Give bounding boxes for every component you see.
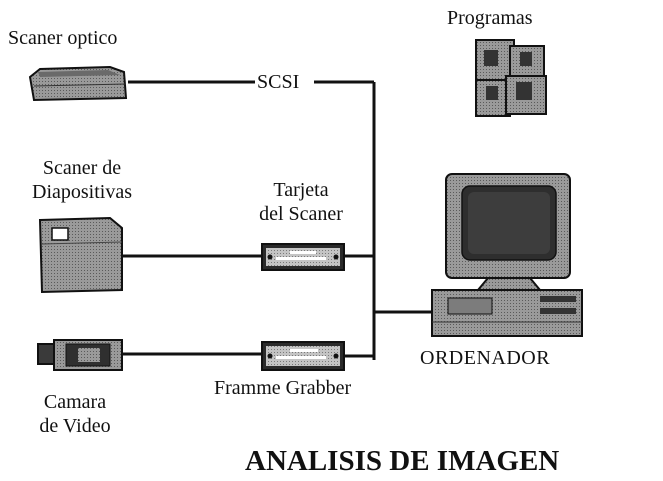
interface-card-icon: [261, 243, 345, 271]
optical-scanner-label: Scaner optico: [8, 27, 118, 49]
capture-card-icon: [261, 341, 345, 371]
flatbed-scanner-icon: [28, 65, 128, 102]
scanner-card-label-line1: Tarjeta: [273, 179, 329, 201]
programs-label: Programas: [447, 7, 533, 29]
scsi-label: SCSI: [256, 70, 301, 94]
frame-grabber-label: Framme Grabber: [214, 377, 352, 399]
slide-scanner-label-line2: Diapositivas: [32, 181, 132, 203]
slide-scanner-label-line1: Scaner de: [42, 157, 122, 179]
video-camera-icon: [37, 339, 123, 371]
video-camera-label-line2: de Video: [39, 415, 111, 437]
desktop-computer-icon: [431, 173, 583, 337]
diagram-title: ANALISIS DE IMAGEN: [245, 445, 560, 477]
video-camera-label-line1: Camara: [43, 391, 107, 413]
connection-lines: [120, 80, 432, 360]
scanner-card-label-line2: del Scaner: [259, 203, 343, 225]
slide-scanner-icon: [38, 216, 123, 294]
computer-label: ORDENADOR: [420, 347, 551, 369]
software-boxes-icon: [475, 39, 547, 117]
